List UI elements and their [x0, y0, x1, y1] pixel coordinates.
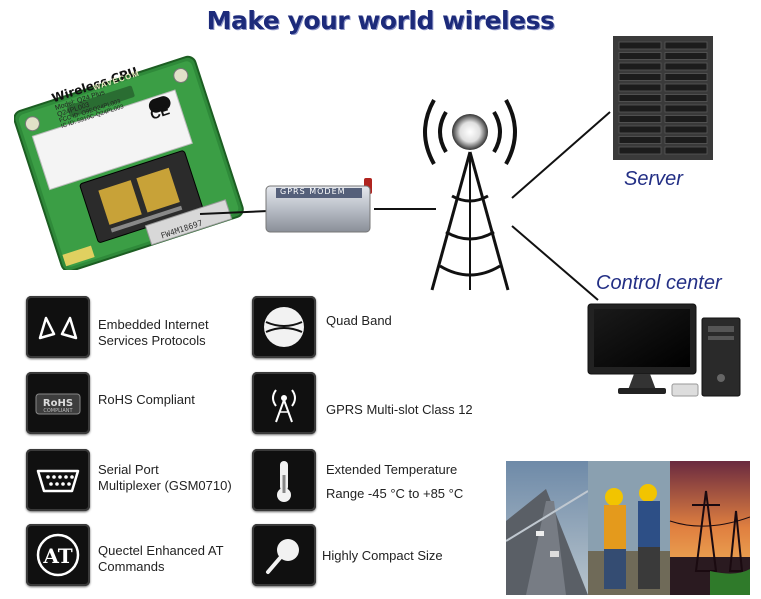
at-icon: AT	[26, 524, 90, 586]
line-tower-control	[511, 225, 599, 301]
cell-tower	[423, 99, 517, 291]
at-icon-text: AT	[42, 544, 72, 568]
server-drive-bay	[618, 52, 662, 60]
server-drive-bay	[664, 94, 708, 102]
rohs-icon-sub: COMPLIANT	[43, 408, 73, 414]
feature-label-line: RoHS Compliant	[98, 392, 195, 407]
server-drive-bay	[664, 136, 708, 144]
feature-label: Highly Compact Size	[322, 548, 443, 564]
server-drive-bay	[618, 136, 662, 144]
server-label: Server	[624, 168, 683, 190]
server-drive-bay	[664, 146, 708, 155]
wireless-cpu-module	[14, 55, 244, 270]
feature-label-line: Serial Port	[98, 462, 159, 477]
server-drive-bay	[618, 62, 662, 71]
server-drive-bay	[618, 115, 662, 123]
server-drive-bay	[618, 125, 662, 134]
quad-band-icon	[252, 296, 316, 358]
server-drive-bay	[664, 125, 708, 134]
workers-photo	[588, 461, 670, 595]
line-module-modem	[199, 210, 269, 215]
feature-label-line: Range -45 °C to +85 °C	[326, 486, 464, 501]
highway-photo	[506, 461, 589, 595]
server-drive-bay	[618, 146, 662, 155]
feature-label-line: Highly Compact Size	[322, 548, 443, 563]
server-drive-bay	[664, 83, 708, 92]
feature-label-line: Embedded Internet	[98, 317, 209, 332]
power-lines-photo	[669, 461, 750, 595]
magnifier-icon	[252, 524, 316, 586]
rohs-icon-main: RoHS	[43, 398, 73, 409]
control-center-computer	[587, 303, 741, 397]
server-drive-bay	[664, 104, 708, 113]
feature-label-line: Quectel Enhanced AT	[98, 543, 224, 558]
gprs-modem-label: GPRS MODEM	[280, 187, 346, 196]
line-tower-server	[511, 111, 611, 199]
page-title: Make your world wireless	[206, 6, 555, 35]
gprs-modem	[265, 178, 372, 233]
feature-label: RoHS Compliant	[98, 392, 195, 408]
internet-protocol-icon	[26, 296, 90, 358]
server-drive-bay	[664, 62, 708, 71]
server-drive-bay	[618, 104, 662, 113]
antenna-tower-icon	[252, 372, 316, 434]
server-drive-bay	[664, 73, 708, 81]
server-drive-bay	[664, 41, 708, 50]
server-drive-bay	[618, 83, 662, 92]
feature-label-line: GPRS Multi-slot Class 12	[326, 402, 473, 417]
server-icon	[613, 36, 713, 160]
feature-label-line: Multiplexer (GSM0710)	[98, 478, 232, 493]
server-drive-bay	[664, 115, 708, 123]
server-drive-bay	[664, 52, 708, 60]
server-drive-bay	[618, 41, 662, 50]
feature-label-line: Quad Band	[326, 313, 392, 328]
thermometer-icon	[252, 449, 316, 511]
control-center-label: Control center	[596, 272, 722, 294]
server-drive-bay	[618, 94, 662, 102]
feature-label-line: Commands	[98, 559, 165, 574]
feature-label: GPRS Multi-slot Class 12	[326, 402, 473, 418]
server-drive-bay	[618, 73, 662, 81]
feature-label-line: Extended Temperature	[326, 462, 458, 477]
feature-label: Quad Band	[326, 313, 392, 329]
serial-port-icon	[26, 449, 90, 511]
application-photos	[506, 461, 750, 595]
feature-label-line: Services Protocols	[98, 333, 206, 348]
